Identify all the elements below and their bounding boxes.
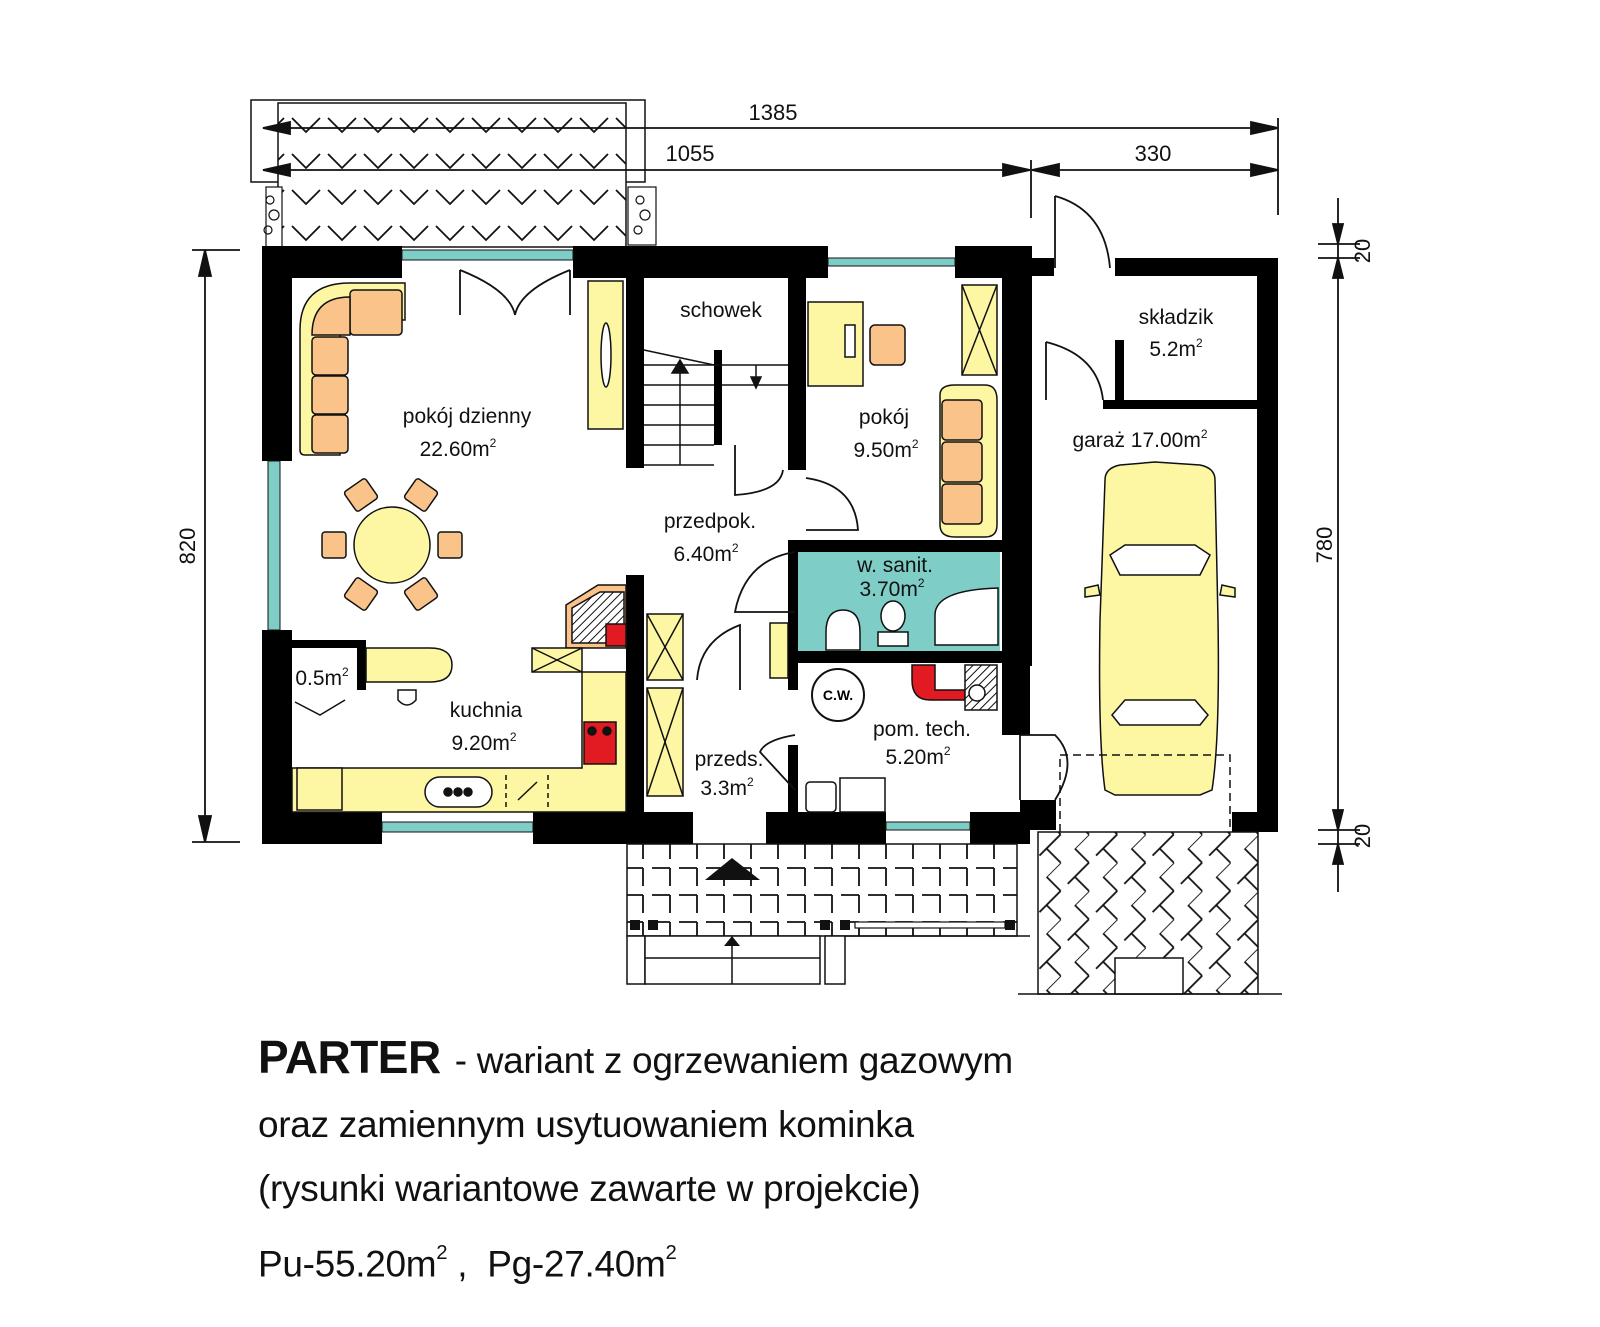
usable-area: Pu-55.20m <box>258 1243 437 1285</box>
room-area-pantry: 0.5m2 <box>295 665 349 690</box>
driveway <box>1018 831 1282 995</box>
dimension-garage-width: 330 <box>1135 141 1172 166</box>
floor-plan: 1385 1055 330 820 20 780 20 <box>175 99 1375 995</box>
room-name-kitchen: kuchnia <box>450 699 523 722</box>
dimension-house-width: 1055 <box>666 141 715 166</box>
room-area-hall: 6.40m2 <box>673 541 738 566</box>
tech-room-fixtures <box>805 664 998 813</box>
windows <box>267 249 971 833</box>
room-labels: pokój dzienny 22.60m2 schowek pokój 9.50… <box>295 299 1214 800</box>
caption-areas: Pu-55.20m2 , Pg-27.40m2 <box>258 1242 677 1285</box>
room-name-room: pokój <box>859 406 909 429</box>
office-furniture <box>807 284 998 538</box>
room-area-storeroom: 5.2m2 <box>1149 336 1203 361</box>
dimension-right <box>1318 198 1360 892</box>
garage-area: Pg-27.40m <box>487 1243 666 1285</box>
doors <box>459 195 1111 896</box>
dimension-offset-top: 20 <box>1350 239 1375 263</box>
stairs <box>643 349 788 466</box>
room-name-vestibule: przeds. <box>695 748 764 771</box>
fireplace <box>565 584 627 649</box>
dimension-left <box>192 249 240 843</box>
corner-sofa <box>299 282 406 456</box>
plan-caption: PARTER - wariant z ogrzewaniem gazowym or… <box>258 1025 1358 1296</box>
plant-icon <box>263 195 651 235</box>
room-area-vestibule: 3.3m2 <box>700 775 754 800</box>
room-area-kitchen: 9.20m2 <box>451 730 516 755</box>
plan-title: PARTER <box>258 1031 441 1083</box>
bathroom-fixtures <box>825 587 999 651</box>
dimension-offset-bottom: 20 <box>1350 824 1375 848</box>
caption-line-1: PARTER - wariant z ogrzewaniem gazowym <box>258 1025 1358 1093</box>
room-name-storeroom: składzik <box>1139 306 1214 329</box>
kitchen-furniture <box>291 647 627 813</box>
entrance-porch <box>626 843 1030 985</box>
caption-subtitle: - wariant z ogrzewaniem gazowym <box>454 1040 1014 1081</box>
caption-line-2: oraz zamiennym usytuowaniem kominka <box>258 1104 914 1145</box>
room-label-garage: garaż 17.00m2 <box>1072 427 1207 452</box>
room-area-living: 22.60m2 <box>420 436 497 461</box>
room-name-bathroom: w. sanit. <box>856 554 933 577</box>
dimension-overall-width: 1385 <box>749 100 798 125</box>
room-name-storage: schowek <box>680 299 762 322</box>
car <box>1084 461 1236 796</box>
dimension-garage-depth: 780 <box>1312 527 1337 564</box>
dimension-top <box>262 118 1279 218</box>
caption-line-3: (rysunki wariantowe zawarte w projekcie) <box>258 1168 921 1209</box>
room-name-living: pokój dzienny <box>403 405 532 428</box>
tv-cabinet <box>587 280 624 430</box>
room-area-bathroom: 3.70m2 <box>859 576 924 601</box>
room-name-hall: przedpok. <box>664 510 756 533</box>
terrace <box>250 99 657 248</box>
room-area-room: 9.50m2 <box>853 437 918 462</box>
boiler-label: C.W. <box>823 687 853 703</box>
walls <box>262 246 1278 844</box>
room-name-tech: pom. tech. <box>873 718 971 741</box>
dimension-house-depth: 820 <box>175 528 200 565</box>
wardrobes <box>646 613 789 797</box>
dining-table <box>321 478 463 611</box>
room-area-tech: 5.20m2 <box>885 744 950 769</box>
